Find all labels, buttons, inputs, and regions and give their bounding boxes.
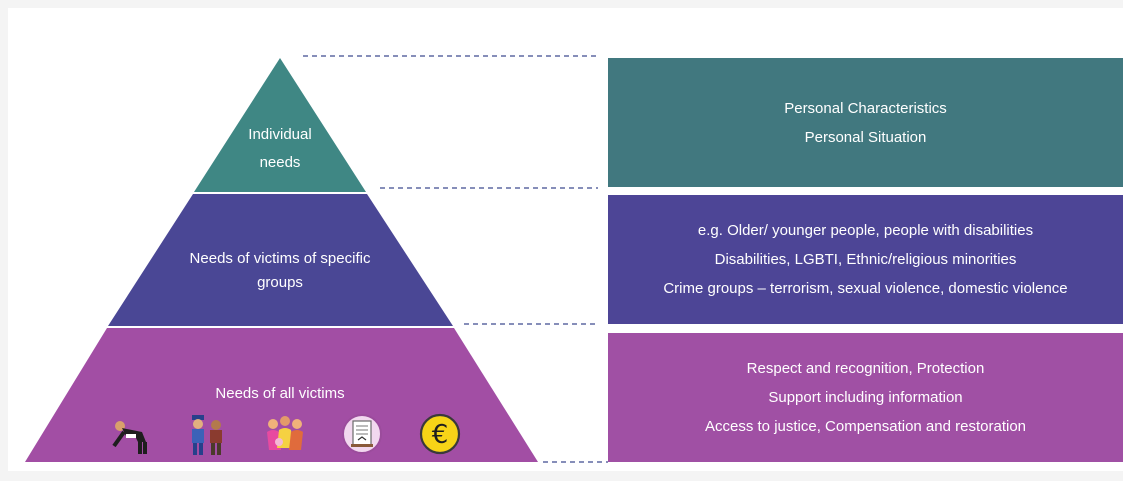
box-top-line-2: Personal Situation [804, 128, 927, 146]
tier-label-top: Individual needs [210, 121, 350, 177]
police-officer-icon [192, 415, 222, 455]
pyramid-diagram [25, 55, 608, 463]
box-specific-groups: e.g. Older/ younger people, people with … [608, 195, 1123, 324]
legal-document-icon [342, 414, 382, 454]
box-middle-line-2: Disabilities, LGBTI, Ethnic/religious mi… [714, 251, 1017, 268]
diagram-canvas: Individual needs Needs of victims of spe… [8, 8, 1123, 471]
box-bottom-line-1: Respect and recognition, Protection [746, 360, 985, 377]
pyramid-tier-top [194, 58, 366, 192]
pyramid-tier-middle [108, 194, 453, 326]
tier-bottom-label: Needs of all victims [215, 385, 345, 402]
tier-middle-line2: groups [257, 274, 303, 291]
tier-label-middle: Needs of victims of specific groups [150, 247, 410, 295]
box-bottom-line-3: Access to justice, Compensation and rest… [705, 418, 1026, 435]
victim-icons-row: € [108, 412, 468, 456]
box-bottom-line-2: Support including information [768, 389, 963, 406]
euro-coin-icon: € [419, 413, 461, 455]
tier-label-bottom: Needs of all victims [130, 380, 430, 408]
person-bowing-icon [112, 421, 147, 454]
tier-middle-line1: Needs of victims of specific [189, 250, 371, 267]
box-middle-line-3: Crime groups – terrorism, sexual violenc… [663, 280, 1068, 297]
pyramid-tier-bottom [25, 328, 538, 462]
tier-top-line1: Individual [248, 126, 312, 143]
box-individual-needs: Personal Characteristics Personal Situat… [608, 58, 1123, 187]
svg-text:€: € [432, 420, 449, 450]
box-top-line-1: Personal Characteristics [784, 99, 947, 117]
box-all-victims: Respect and recognition, Protection Supp… [608, 333, 1123, 462]
tier-top-line2: needs [259, 154, 301, 171]
crowd-people-icon [267, 416, 303, 450]
box-middle-line-1: e.g. Older/ younger people, people with … [697, 222, 1034, 239]
